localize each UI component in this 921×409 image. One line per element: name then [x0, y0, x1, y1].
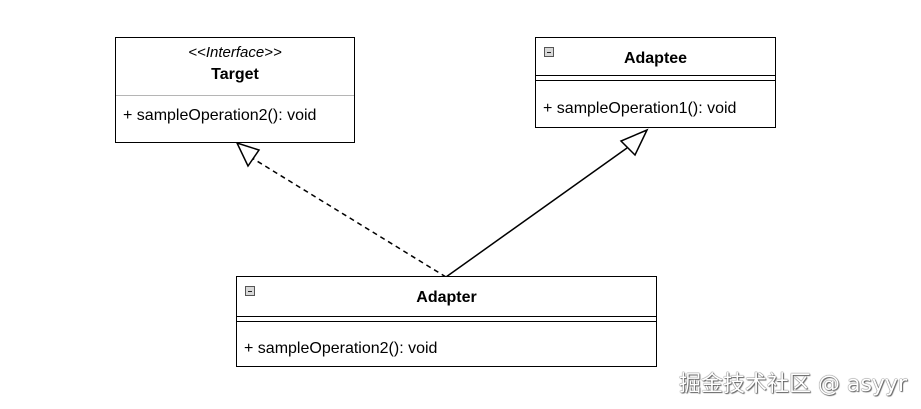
- class-adapter-divider: [237, 316, 656, 317]
- class-adaptee[interactable]: Adaptee + sampleOperation1(): void: [535, 37, 776, 128]
- class-adapter-operation: + sampleOperation2(): void: [244, 340, 438, 357]
- collapse-icon[interactable]: [245, 286, 255, 296]
- class-adapter-divider: [237, 321, 656, 322]
- watermark: 掘金技术社区 @ asyyr: [678, 372, 907, 397]
- class-target-name: Target: [211, 66, 259, 83]
- inheritance-line: [445, 147, 628, 278]
- realization-line: [251, 157, 447, 278]
- class-adaptee-divider: [536, 80, 775, 81]
- class-target-stereotype: <<Interface>>: [188, 44, 282, 61]
- class-target[interactable]: <<Interface>> Target + sampleOperation2(…: [115, 37, 355, 143]
- class-adaptee-operation: + sampleOperation1(): void: [543, 100, 737, 117]
- collapse-icon[interactable]: [544, 47, 554, 57]
- class-target-operation: + sampleOperation2(): void: [123, 107, 317, 124]
- class-target-divider: [116, 95, 354, 96]
- inheritance-arrowhead: [619, 128, 649, 157]
- class-adaptee-divider: [536, 75, 775, 76]
- class-adapter[interactable]: Adapter + sampleOperation2(): void: [236, 276, 657, 367]
- class-adaptee-name: Adaptee: [623, 50, 688, 67]
- realization-arrowhead: [235, 141, 261, 168]
- class-adapter-name: Adapter: [416, 289, 477, 306]
